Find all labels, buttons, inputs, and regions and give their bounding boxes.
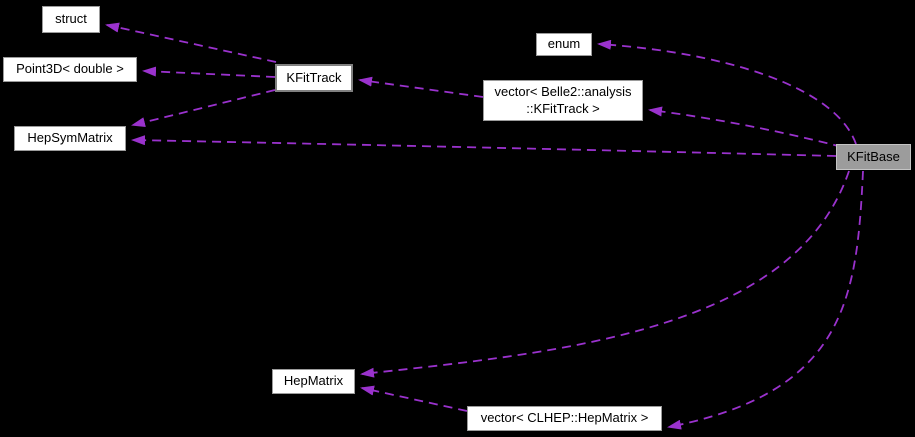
edge-kfitbase-to-vector-hepmatrix: [667, 170, 864, 430]
node-vector-belle2-kfittrack[interactable]: vector< Belle2::analysis ::KFitTrack >: [483, 80, 643, 121]
edge-kfitbase-to-enum: [597, 39, 857, 145]
node-vector-clhep-hepmatrix[interactable]: vector< CLHEP::HepMatrix >: [467, 406, 662, 431]
edge-kfittrack-to-hepsymmatrix: [131, 89, 276, 127]
node-kfitbase: KFitBase: [836, 144, 911, 170]
node-enum[interactable]: enum: [536, 33, 592, 56]
edge-kfitbase-to-hepsymmatrix: [131, 135, 837, 157]
node-hepsymmatrix[interactable]: HepSymMatrix: [14, 126, 126, 151]
node-struct[interactable]: struct: [42, 6, 100, 33]
edge-kfitbase-to-hepmatrix: [360, 170, 850, 378]
node-hepmatrix[interactable]: HepMatrix: [272, 369, 355, 394]
edge-vector-kfittrack-to-kfittrack: [358, 76, 484, 98]
edge-kfitbase-to-vector-kfittrack: [648, 106, 843, 148]
edge-vector-hepmatrix-to-hepmatrix: [360, 385, 468, 412]
node-point3d-double[interactable]: Point3D< double >: [3, 57, 137, 82]
node-kfittrack[interactable]: KFitTrack: [275, 64, 353, 92]
edge-kfittrack-to-point3d: [142, 66, 276, 78]
